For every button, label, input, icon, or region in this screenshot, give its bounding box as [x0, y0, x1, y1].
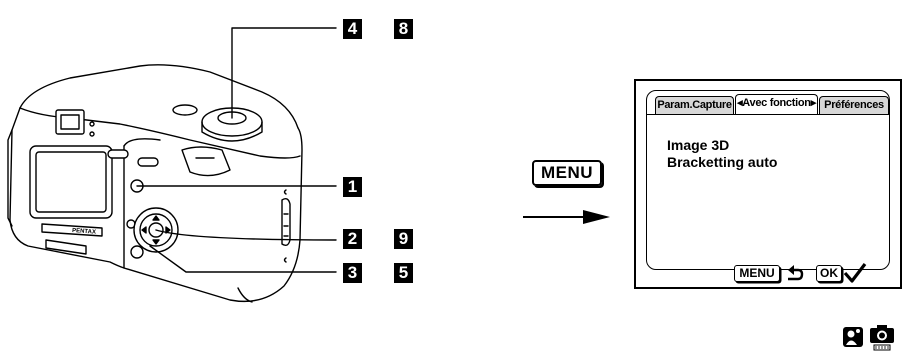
callout-3: 3 — [343, 263, 362, 283]
menu-panel: Param.Capture Préférences ◂Avec fonction… — [646, 90, 890, 270]
tab-preferences[interactable]: Préférences — [819, 96, 889, 114]
checkmark-icon — [843, 263, 867, 283]
menu-item-image-3d[interactable]: Image 3D — [667, 137, 730, 153]
footer-ok-key: OK — [816, 265, 842, 282]
callout-8: 8 — [394, 19, 413, 39]
camera-mode-icon — [870, 325, 894, 351]
camera-lcd-screen: Param.Capture Préférences ◂Avec fonction… — [634, 79, 902, 289]
menu-item-bracketting-auto[interactable]: Bracketting auto — [667, 154, 778, 170]
callout-9: 9 — [394, 229, 413, 249]
menu-key-label: MENU — [532, 160, 602, 186]
tab-avec-fonction[interactable]: ◂Avec fonction▸ — [735, 94, 818, 115]
callout-1: 1 — [343, 177, 362, 197]
menu-tabs: Param.Capture Préférences ◂Avec fonction… — [647, 91, 889, 115]
camera-brand-text: PENTAX — [72, 228, 96, 236]
callout-5: 5 — [394, 263, 413, 283]
footer-menu-key: MENU — [734, 265, 780, 282]
callout-2: 2 — [343, 229, 362, 249]
callout-4: 4 — [343, 19, 362, 39]
tab-param-capture[interactable]: Param.Capture — [655, 96, 734, 114]
back-arrow-icon — [788, 265, 804, 281]
portrait-mode-icon — [843, 327, 863, 347]
tab-divider — [647, 114, 889, 115]
